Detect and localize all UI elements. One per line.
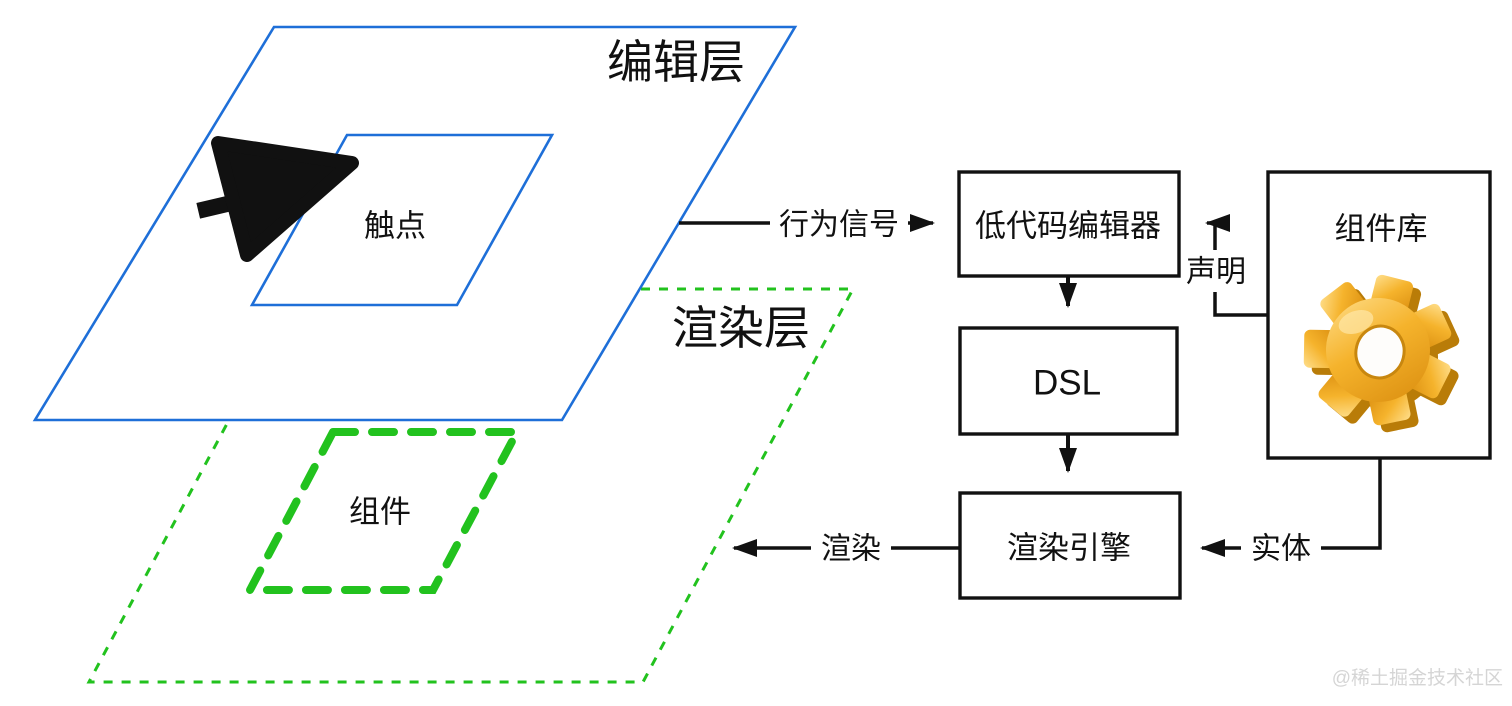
node-engine: 渲染引擎 — [958, 491, 1182, 600]
watermark-text: @稀土掘金技术社区 — [1332, 667, 1503, 689]
edge-render-label-bg — [811, 527, 891, 569]
edge-declare-label: 声明 — [1186, 256, 1246, 289]
edge-declare-label-bg — [1184, 250, 1248, 292]
node-dsl: DSL — [958, 326, 1179, 436]
edit-layer-title: 编辑层 — [607, 36, 745, 88]
component-parallelogram — [243, 428, 524, 594]
touchpoint-label: 触点 — [364, 209, 426, 244]
edge-entity-label: 实体 — [1251, 533, 1311, 566]
cursor-icon — [196, 136, 359, 262]
render-layer-title: 渲染层 — [672, 302, 810, 354]
edge-behavior-signal-label-bg — [770, 202, 908, 244]
node-editor: 低代码编辑器 — [957, 170, 1181, 278]
edge-behavior-signal-label: 行为信号 — [779, 209, 899, 242]
node-library-label: 组件库 — [1335, 212, 1428, 247]
component-label: 组件 — [349, 495, 411, 530]
node-engine-label: 渲染引擎 — [1007, 531, 1131, 566]
edge-entity-label-bg — [1241, 527, 1321, 569]
gear-icon — [1303, 274, 1460, 433]
node-editor-label: 低代码编辑器 — [975, 209, 1161, 244]
edge-render-label: 渲染 — [821, 533, 881, 566]
node-library: 组件库 — [1266, 170, 1492, 460]
node-dsl-label: DSL — [1033, 364, 1101, 403]
